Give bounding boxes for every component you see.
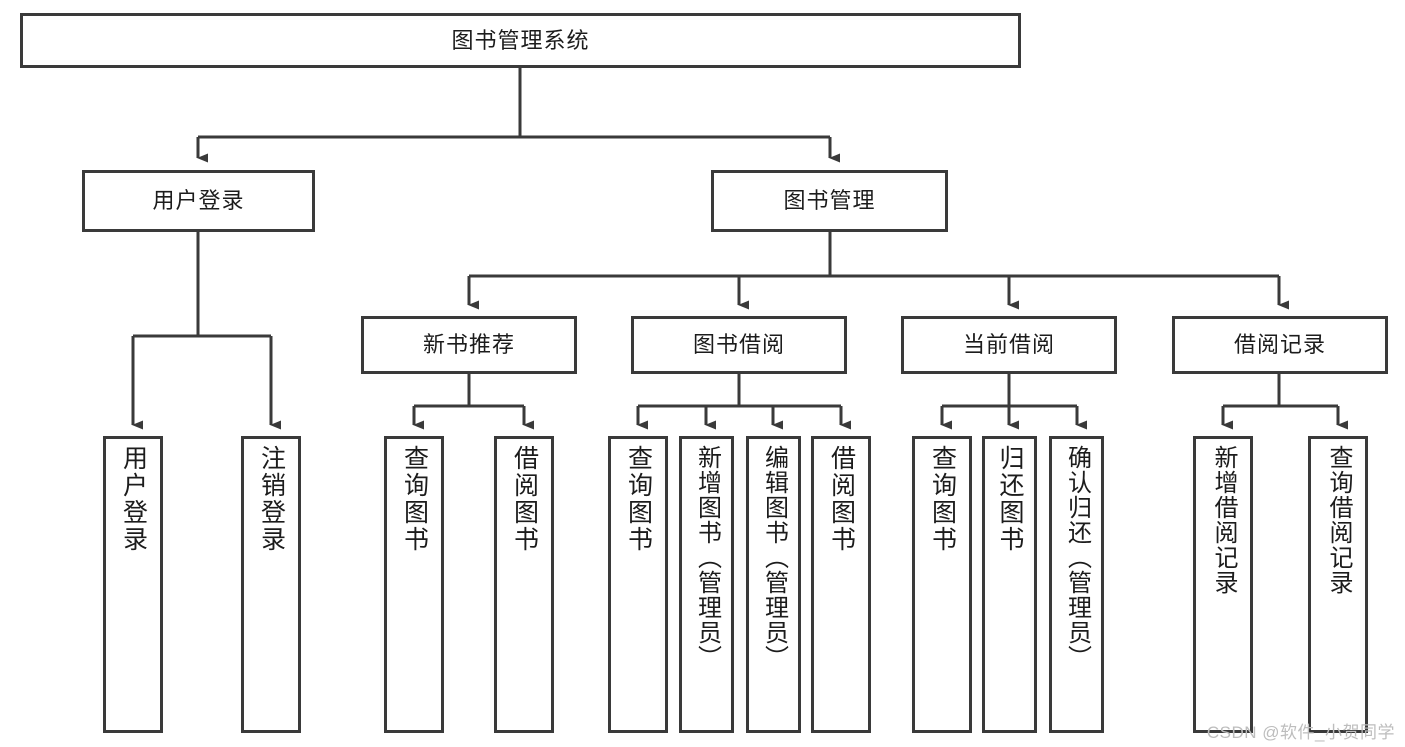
node-leaf-borrow-book-1[interactable]: 借阅图书 [494,436,554,733]
node-label: 借阅图书 [827,445,856,553]
node-label: 图书借阅 [692,332,785,357]
node-label: 借阅记录 [1233,332,1326,357]
node-book-management-system[interactable]: 图书管理系统 [20,13,1021,68]
node-label: 用户登录 [119,445,148,553]
node-label: 查询图书 [928,445,957,553]
node-label: 新增借阅记录 [1210,445,1237,595]
node-leaf-borrow-book-2[interactable]: 借阅图书 [811,436,871,733]
csdn-watermark: CSDN @软件_小贺同学 [1206,723,1395,742]
node-new-book-recommend[interactable]: 新书推荐 [361,316,577,374]
node-label: 编辑图书（管理员） [760,445,788,670]
node-current-borrow[interactable]: 当前借阅 [901,316,1117,374]
node-book-borrow[interactable]: 图书借阅 [631,316,847,374]
node-leaf-query-book-1[interactable]: 查询图书 [384,436,444,733]
node-leaf-add-record[interactable]: 新增借阅记录 [1193,436,1253,733]
node-book-management[interactable]: 图书管理 [711,170,948,232]
node-label: 查询图书 [624,445,653,553]
node-leaf-return-book[interactable]: 归还图书 [982,436,1037,733]
node-label: 新增图书（管理员） [693,445,721,670]
node-leaf-query-book-3[interactable]: 查询图书 [912,436,972,733]
node-label: 当前借阅 [962,332,1055,357]
node-leaf-query-book-2[interactable]: 查询图书 [608,436,668,733]
node-label: 确认归还（管理员） [1063,445,1091,670]
node-label: 用户登录 [152,188,245,213]
node-leaf-query-record[interactable]: 查询借阅记录 [1308,436,1368,733]
node-label: 借阅图书 [510,445,539,553]
node-leaf-edit-book[interactable]: 编辑图书（管理员） [746,436,801,733]
node-label: 查询图书 [400,445,429,553]
node-user-login[interactable]: 用户登录 [82,170,315,232]
node-label: 查询借阅记录 [1325,445,1352,595]
node-label: 图书管理系统 [451,27,590,53]
node-label: 新书推荐 [422,332,515,357]
node-label: 注销登录 [257,445,286,553]
node-label: 归还图书 [996,445,1024,553]
node-borrow-record[interactable]: 借阅记录 [1172,316,1388,374]
node-leaf-add-book[interactable]: 新增图书（管理员） [679,436,734,733]
node-leaf-confirm-return[interactable]: 确认归还（管理员） [1049,436,1104,733]
node-leaf-logout[interactable]: 注销登录 [241,436,301,733]
node-label: 图书管理 [783,188,876,213]
node-leaf-user-login[interactable]: 用户登录 [103,436,163,733]
